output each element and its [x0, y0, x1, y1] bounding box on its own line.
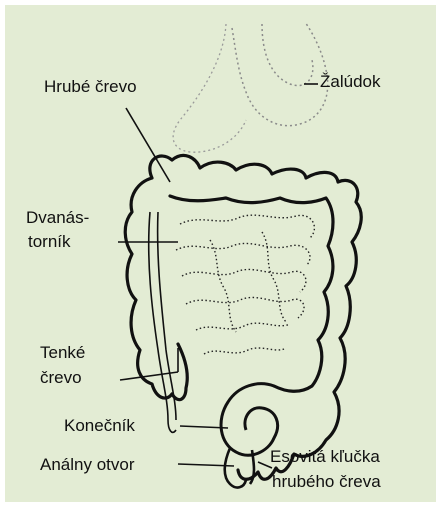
stomach-outline: [232, 22, 328, 126]
label-rectum: Konečník: [64, 416, 135, 436]
large-intestine-outline: [125, 155, 361, 479]
label-large-intestine: Hrubé črevo: [44, 77, 137, 97]
label-stomach: Žalúdok: [320, 72, 380, 92]
leader-lines: [118, 84, 318, 468]
label-duodenum-line1: Dvanás-: [26, 208, 89, 228]
sigmoid-colon-outline: [221, 384, 278, 455]
label-sigmoid-line1: Esovitá kľučka: [270, 447, 380, 467]
label-small-intestine-line2: črevo: [40, 368, 82, 388]
label-small-intestine-line1: Tenké: [40, 343, 85, 363]
label-duodenum-line2: torník: [28, 232, 71, 252]
label-anus: Análny otvor: [40, 455, 135, 475]
small-intestine-coils: [176, 215, 314, 354]
label-sigmoid-line2: hrubého čreva: [272, 472, 381, 492]
